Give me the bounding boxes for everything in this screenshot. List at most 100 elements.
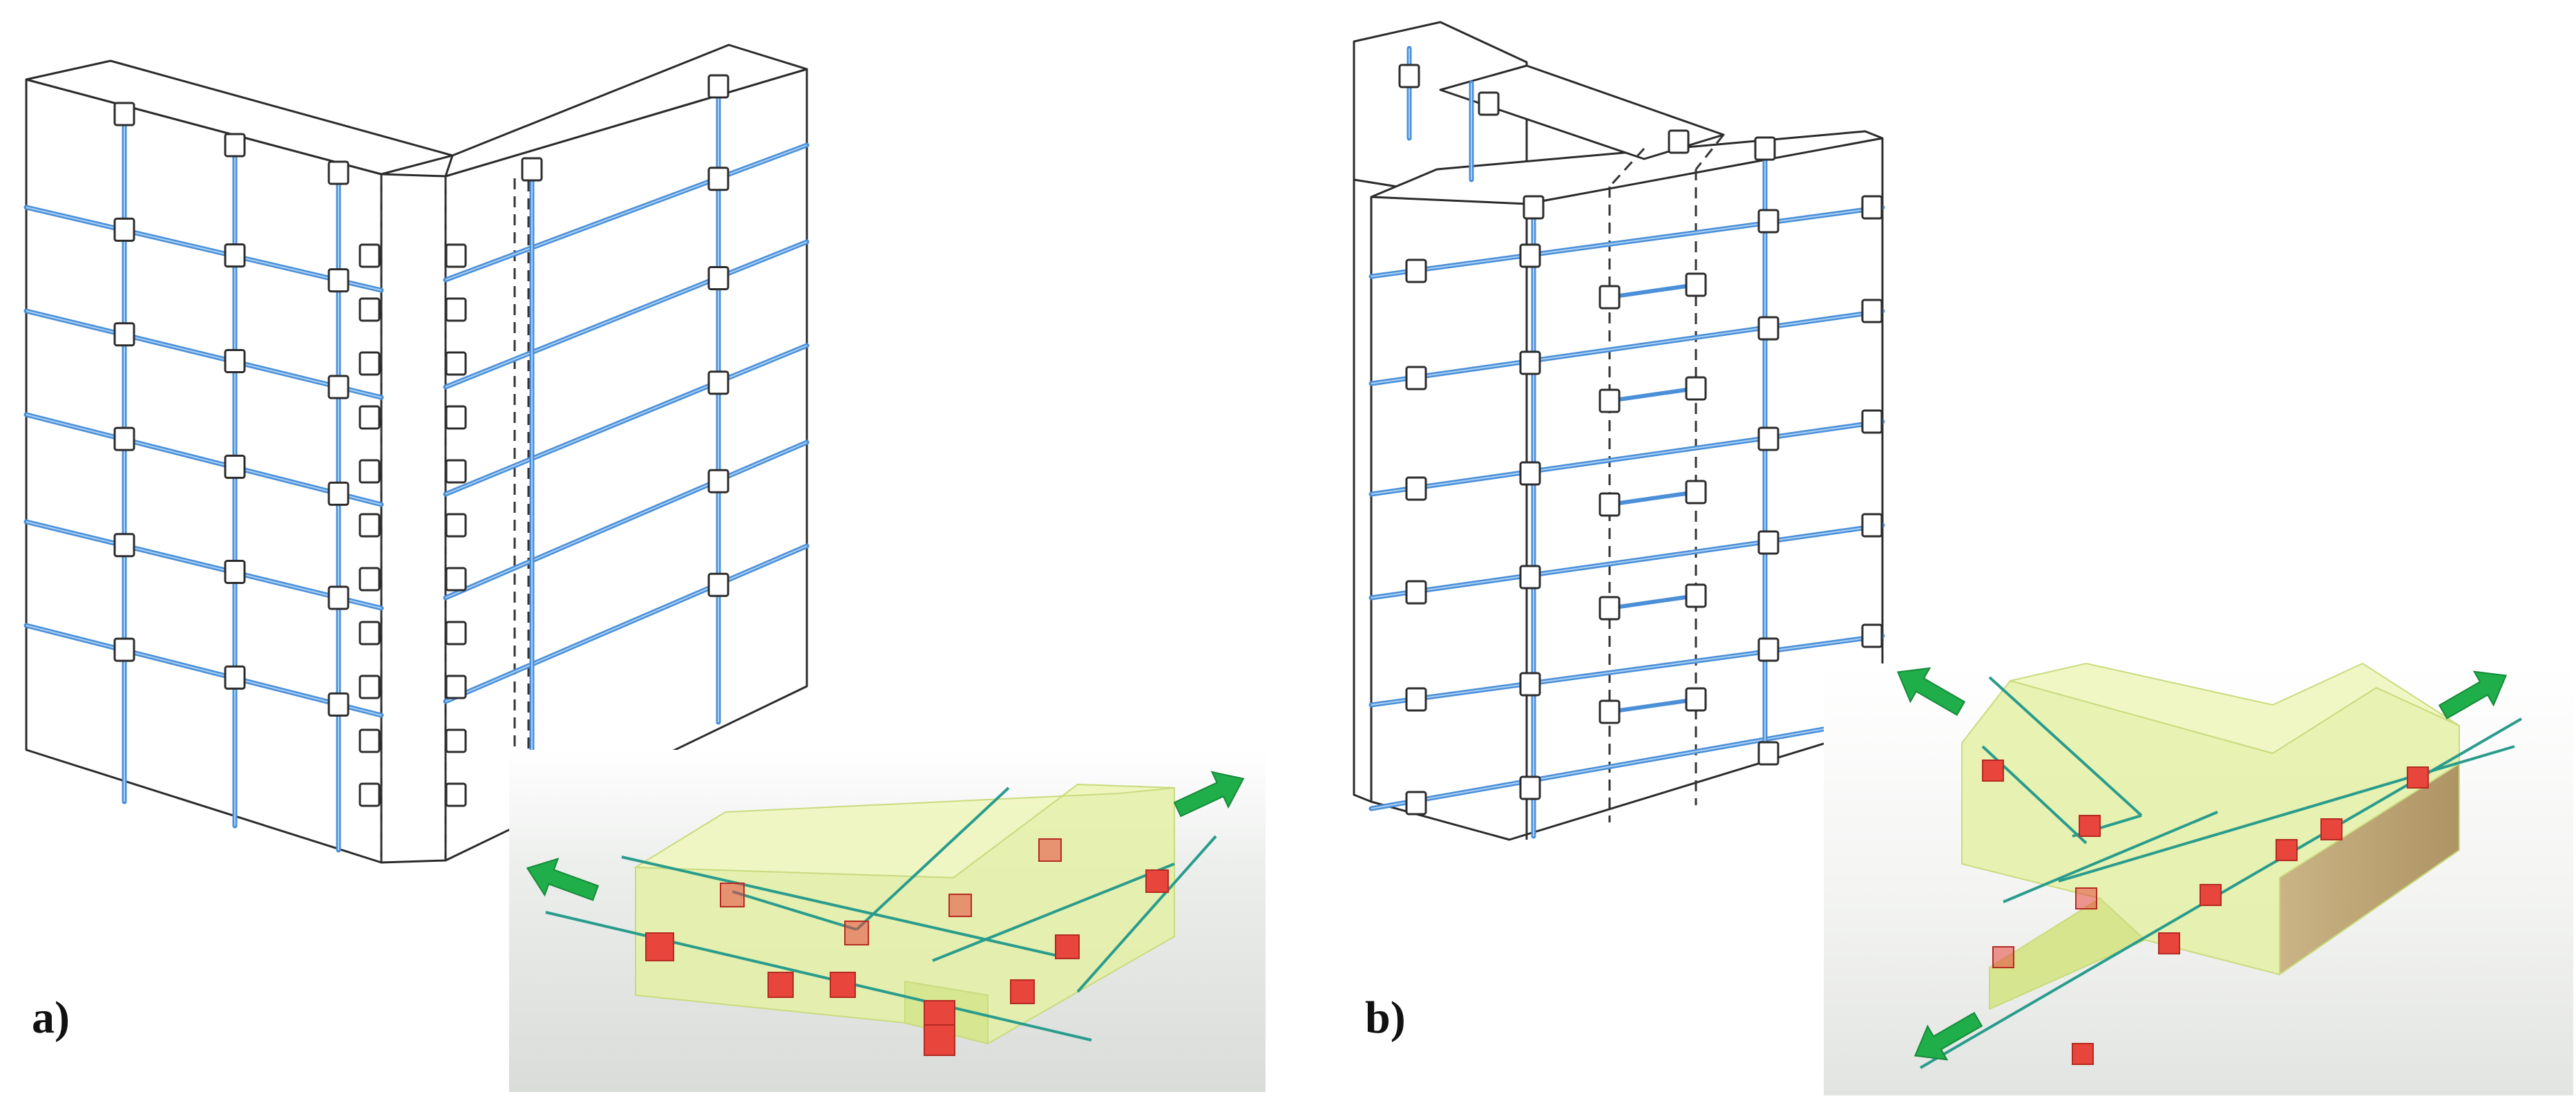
- tension-bar: [2003, 811, 2218, 903]
- corner-wall-drawing: [25, 44, 808, 864]
- anchor-plate: [924, 1024, 955, 1056]
- anchor-plate: [830, 972, 856, 998]
- strap-clip: [327, 375, 350, 399]
- strap-clip: [359, 459, 381, 484]
- strap-clip: [1757, 209, 1780, 234]
- anchor-plate: [948, 894, 972, 917]
- arrow-shape: [1914, 1012, 1983, 1061]
- translucent-block: [1961, 662, 2460, 1010]
- inset-a-l-joint-model: [509, 750, 1266, 1092]
- strap-clip: [1519, 350, 1541, 375]
- strap-clip: [1861, 299, 1883, 323]
- strap-clip: [1861, 409, 1883, 434]
- tension-arrow-icon: [1914, 1012, 1983, 1061]
- strap-clip: [445, 351, 467, 376]
- strap-highlight: [26, 521, 382, 609]
- strap-highlight: [26, 310, 382, 398]
- strap-clip: [1757, 637, 1780, 662]
- anchor-plate: [2079, 815, 2101, 837]
- strap-clip: [1757, 741, 1780, 766]
- strap-highlight: [445, 144, 808, 281]
- tension-arrow-icon: [1173, 771, 1245, 818]
- strap-highlight: [1371, 635, 1883, 706]
- strap-clip: [445, 459, 467, 484]
- strap-highlight: [26, 207, 382, 291]
- strap-clip: [521, 157, 543, 182]
- strap-clip: [1405, 258, 1427, 283]
- strap-clip: [113, 102, 135, 126]
- strap-clip: [327, 481, 350, 506]
- strap-clip: [1668, 129, 1690, 154]
- strap-clip: [1599, 596, 1621, 621]
- strap-clip: [445, 297, 467, 322]
- strap-clip: [113, 217, 135, 242]
- tension-arrows: [526, 771, 1245, 901]
- strap-clip: [1519, 672, 1541, 697]
- anchor-plate: [645, 932, 674, 961]
- tension-bar: [1076, 835, 1217, 993]
- strap-clip: [1757, 426, 1780, 451]
- strap-clip: [359, 351, 381, 376]
- arrow-shape: [526, 857, 600, 901]
- panel-label-b: b): [1365, 992, 1406, 1043]
- strap-link: [1609, 697, 1697, 714]
- strap-clip: [707, 572, 729, 597]
- anchor-plate: [1055, 934, 1080, 959]
- strap-clip: [445, 728, 467, 753]
- strap-clips: [113, 74, 729, 807]
- strap-clip: [327, 692, 350, 717]
- anchor-plate: [2407, 766, 2429, 789]
- strap-highlight: [26, 625, 382, 716]
- strap-clip: [1478, 91, 1500, 116]
- strap-clip: [1599, 699, 1621, 724]
- strap-clip: [1599, 492, 1621, 517]
- strap-clip: [1405, 687, 1427, 712]
- strap-clip: [1685, 376, 1707, 401]
- strap-link: [1609, 490, 1697, 507]
- strap-clip: [445, 621, 467, 645]
- strap-clip: [113, 637, 135, 662]
- strap-clip: [359, 567, 381, 592]
- strap-clip: [359, 728, 381, 753]
- strap-clip: [1754, 136, 1776, 161]
- tension-bar: [932, 863, 1175, 962]
- strap-clip: [1861, 195, 1883, 220]
- anchor-plate: [1145, 869, 1169, 893]
- strap-clip: [113, 426, 135, 451]
- strap-clips: [1398, 64, 1883, 816]
- strap-clip: [327, 160, 350, 185]
- anchor-plates: [645, 838, 1169, 1056]
- tension-arrow-icon: [2438, 670, 2508, 719]
- strap-clip: [1685, 583, 1707, 608]
- tension-bar: [855, 786, 1010, 931]
- anchor-plate: [2158, 932, 2180, 954]
- tension-bars: [545, 786, 1217, 1042]
- strap-clip: [445, 243, 467, 268]
- arrow-shape: [1173, 771, 1245, 818]
- anchor-plate: [2075, 887, 2097, 910]
- strap-highlight: [1371, 525, 1883, 599]
- anchor-plate: [2200, 884, 2222, 906]
- strap-clip: [1398, 64, 1420, 88]
- strap-clip: [327, 268, 350, 293]
- strap-clip: [1519, 775, 1541, 800]
- strap-clip: [1405, 791, 1427, 816]
- tension-bar: [621, 856, 1065, 959]
- arrow-shape: [2438, 670, 2508, 719]
- tension-bar: [1988, 676, 2143, 817]
- strap-clip: [707, 167, 729, 191]
- strap-clip: [707, 74, 729, 99]
- anchor-plate: [1010, 979, 1035, 1004]
- tension-arrow-icon: [526, 857, 600, 901]
- strap-clip: [1685, 480, 1707, 505]
- strap-clip: [359, 621, 381, 645]
- panel-b-t-junction-wall: [1353, 21, 1885, 841]
- tension-arrow-icon: [1896, 667, 1966, 716]
- anchor-plate: [2320, 818, 2343, 840]
- tension-bar: [732, 890, 857, 931]
- strap-clip: [1757, 530, 1780, 555]
- strap-clip: [1861, 513, 1883, 538]
- strap-clip: [445, 782, 467, 807]
- strap-highlight: [26, 414, 382, 505]
